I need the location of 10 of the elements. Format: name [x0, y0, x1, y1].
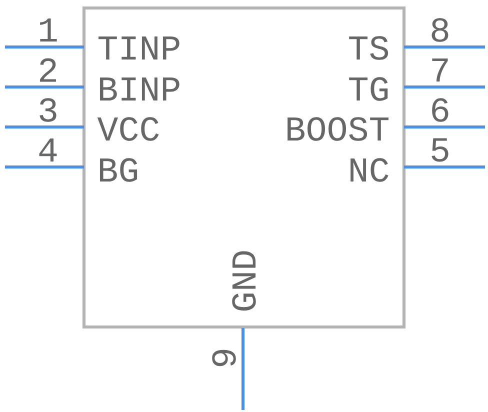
pin-name: TINP — [98, 36, 180, 60]
pin-name: TG — [349, 77, 388, 101]
pin-name: TS — [349, 36, 388, 60]
pin-name: BOOST — [288, 117, 388, 141]
pin-name: BINP — [100, 77, 180, 101]
pin-name: NC — [350, 158, 388, 182]
pin-name: VCC — [97, 117, 159, 141]
pin-name: BG — [100, 158, 138, 182]
chip-body — [82, 6, 406, 328]
pin-name: GND — [232, 251, 256, 311]
